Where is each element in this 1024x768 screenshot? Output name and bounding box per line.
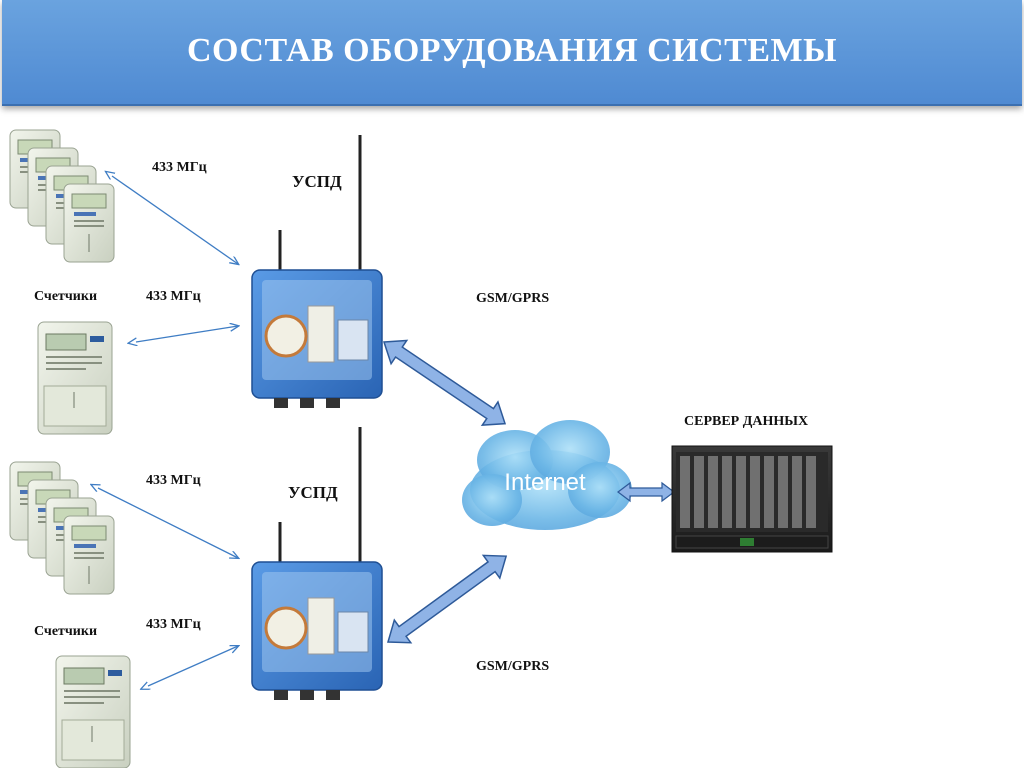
radio-arrow-2b [148, 646, 238, 686]
radio-label-1b: 433 МГц [146, 289, 201, 304]
uspd-device-2 [250, 425, 384, 702]
cloud-icon [462, 420, 632, 530]
title-banner: СОСТАВ ОБОРУДОВАНИЯ СИСТЕМЫ [2, 0, 1022, 106]
meter-single-1 [37, 321, 113, 435]
radio-arrow-1a [112, 176, 238, 264]
radio-arrow-2a [98, 488, 238, 558]
page-title: СОСТАВ ОБОРУДОВАНИЯ СИСТЕМЫ [186, 32, 838, 69]
meter-single-2 [55, 655, 131, 768]
radio-label-1a: 433 МГц [152, 160, 207, 175]
meter-stack-1 [9, 129, 115, 263]
server-rack-icon [671, 445, 833, 553]
meter-stack-2 [9, 461, 115, 595]
gsm-arrow-1 [382, 339, 507, 427]
internet-server-arrow [617, 481, 675, 503]
radio-label-2b: 433 МГц [146, 617, 201, 632]
server-label: СЕРВЕР ДАННЫХ [684, 414, 809, 429]
meters-label-1: Счетчики [34, 289, 98, 304]
gsm-arrow-2 [387, 554, 508, 644]
gsm-label-2: GSM/GPRS [476, 659, 550, 674]
radio-label-2a: 433 МГц [146, 473, 201, 488]
gsm-label-1: GSM/GPRS [476, 291, 550, 306]
uspd-label-1: УСПД [292, 172, 342, 191]
uspd-label-2: УСПД [288, 483, 338, 502]
cloud-label: Internet [504, 469, 586, 496]
meters-label-2: Счетчики [34, 624, 98, 639]
radio-arrow-1b [136, 326, 238, 342]
